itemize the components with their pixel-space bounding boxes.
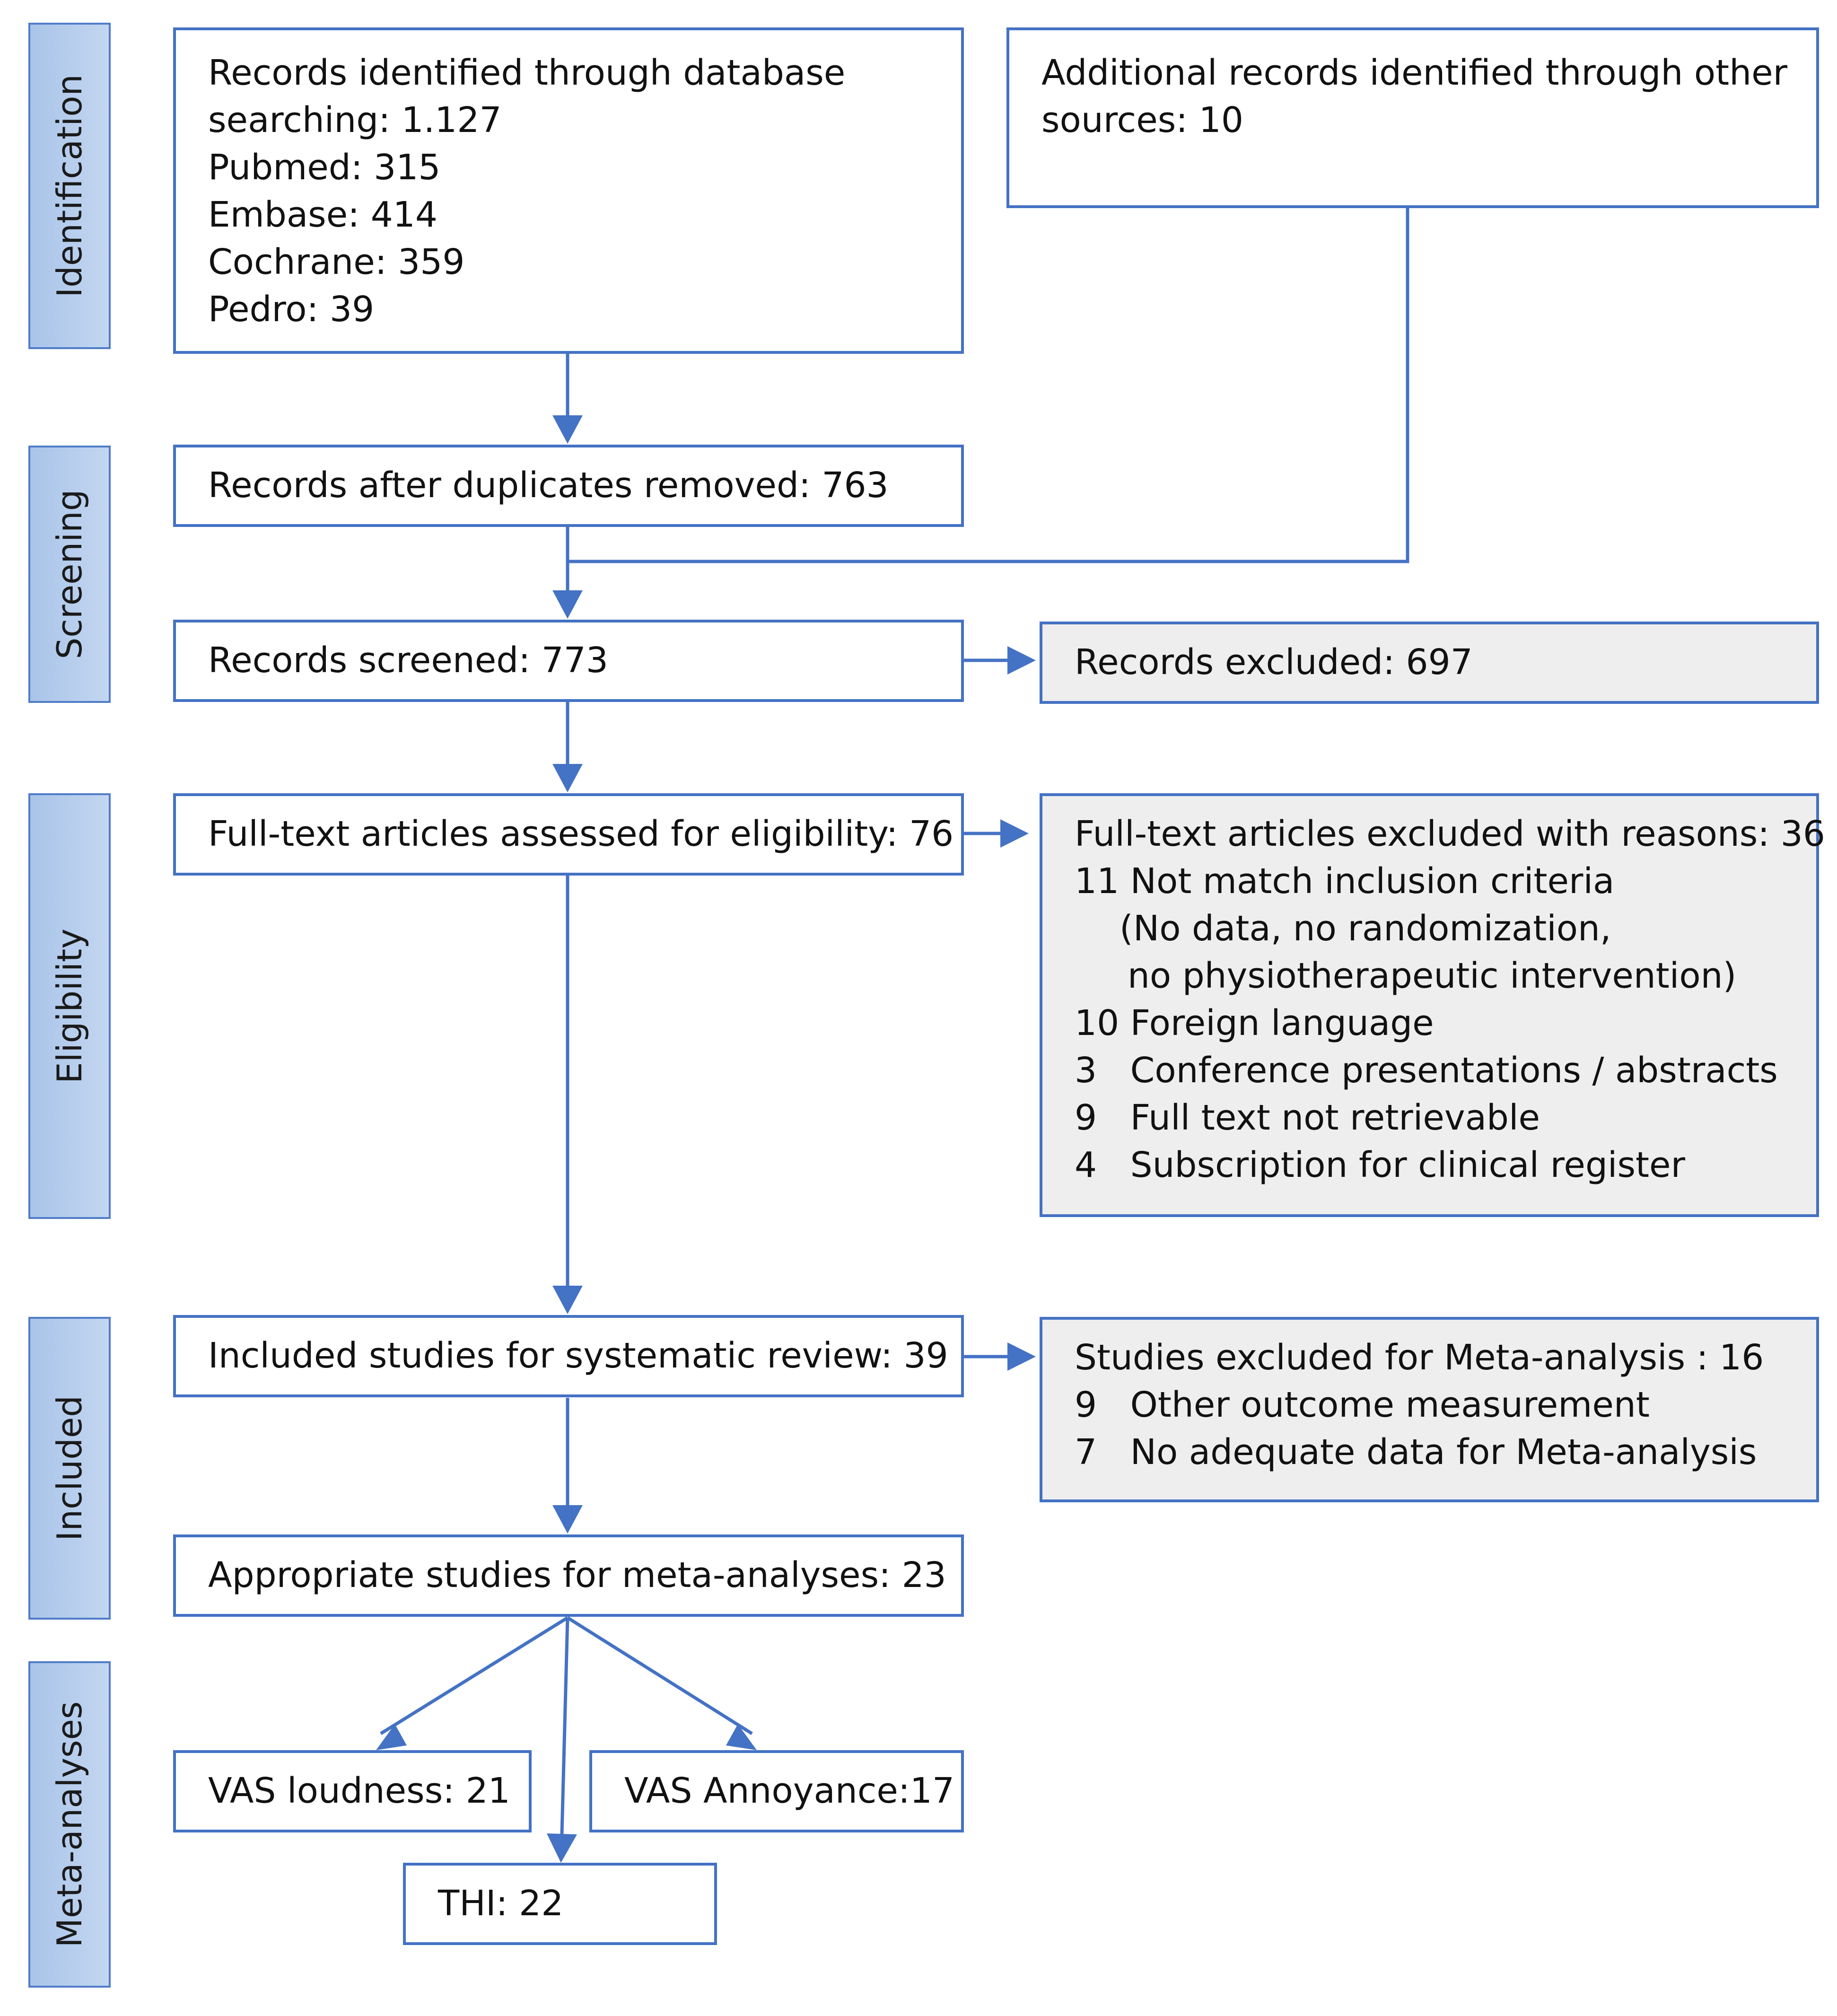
box-thi: THI: 22 <box>403 1863 717 1945</box>
stage-included: Included <box>28 1317 111 1620</box>
vas-annoyance-text: VAS Annoyance:17 <box>624 1771 955 1811</box>
box-vas-annoyance: VAS Annoyance:17 <box>589 1750 964 1832</box>
full-text-assessed-text: Full-text articles assessed for eligibil… <box>208 814 954 854</box>
arrowhead-vas-annoyance <box>726 1724 757 1750</box>
arrowhead-fulltext-excluded <box>1000 819 1029 848</box>
stage-screening-label: Screening <box>50 489 89 659</box>
meta-appropriate-text: Appropriate studies for meta-analyses: 2… <box>208 1555 946 1595</box>
box-after-duplicates: Records after duplicates removed: 763 <box>173 445 964 527</box>
arrowhead-excluded <box>1007 646 1036 675</box>
full-text-excluded-title: Full-text articles excluded with reasons… <box>1075 814 1825 854</box>
systematic-review-text: Included studies for systematic review: … <box>208 1335 948 1376</box>
meta-excluded-reason-2: 7 No adequate data for Meta-analysis <box>1075 1432 1757 1473</box>
arrowhead-fulltext <box>552 764 583 792</box>
box-systematic-review: Included studies for systematic review: … <box>173 1315 964 1397</box>
stage-identification: Identification <box>28 23 111 349</box>
arrowhead-review <box>552 1286 583 1314</box>
meta-excluded-reason-1: 9 Other outcome measurement <box>1075 1385 1650 1425</box>
arrow-to-thi <box>560 1617 569 1835</box>
arrow-to-vas-annoyance <box>567 1616 753 1735</box>
vas-loudness-text: VAS loudness: 21 <box>208 1771 510 1811</box>
records-excluded-text: Records excluded: 697 <box>1075 642 1473 683</box>
arrow-to-vas-loudness <box>380 1616 569 1735</box>
box-records-screened: Records screened: 773 <box>173 620 964 702</box>
box-database-records: Records identified through database sear… <box>173 27 964 354</box>
arrowhead-thi <box>547 1833 577 1863</box>
stage-included-label: Included <box>50 1395 89 1541</box>
arrowhead-vas-loudness <box>376 1724 407 1750</box>
full-text-excluded-reason-1-detail-a: (No data, no randomization, <box>1120 908 1611 949</box>
box-full-text-excluded: Full-text articles excluded with reasons… <box>1040 793 1825 1217</box>
stage-meta-analyses: Meta-analyses <box>28 1661 111 1988</box>
stage-eligibility-label: Eligibility <box>50 929 89 1084</box>
after-duplicates-text: Records after duplicates removed: 763 <box>208 465 889 506</box>
arrowhead-appropriate <box>552 1505 583 1534</box>
records-screened-text: Records screened: 773 <box>208 640 608 681</box>
arrowhead-duplicates <box>552 415 583 444</box>
meta-excluded-title: Studies excluded for Meta-analysis : 16 <box>1075 1337 1764 1378</box>
thi-text: THI: 22 <box>438 1883 564 1924</box>
database-records-pedro: Pedro: 39 <box>208 289 375 330</box>
database-records-line-2: searching: 1.127 <box>208 100 502 140</box>
database-records-line-1: Records identified through database <box>208 53 846 93</box>
box-other-sources: Additional records identified through ot… <box>1006 27 1819 208</box>
stage-identification-label: Identification <box>50 74 89 298</box>
other-sources-line-2: sources: 10 <box>1041 100 1243 140</box>
box-vas-loudness: VAS loudness: 21 <box>173 1750 532 1832</box>
arrowhead-screened <box>552 590 583 619</box>
connector-other-sources <box>568 206 1409 563</box>
full-text-excluded-reason-5: 4 Subscription for clinical register <box>1075 1145 1685 1185</box>
database-records-cochrane: Cochrane: 359 <box>208 242 465 282</box>
box-full-text-assessed: Full-text articles assessed for eligibil… <box>173 793 964 876</box>
stage-eligibility: Eligibility <box>28 793 111 1219</box>
stage-screening: Screening <box>28 446 111 703</box>
database-records-embase: Embase: 414 <box>208 194 437 235</box>
full-text-excluded-reason-1-detail-b: no physiotherapeutic intervention) <box>1128 955 1737 996</box>
arrowhead-meta-excluded <box>1007 1342 1036 1371</box>
full-text-excluded-reason-4: 9 Full text not retrievable <box>1075 1097 1540 1138</box>
full-text-excluded-reason-3: 3 Conference presentations / abstracts <box>1075 1050 1778 1091</box>
box-meta-excluded: Studies excluded for Meta-analysis : 16 … <box>1040 1317 1819 1502</box>
full-text-excluded-reason-1: 11 Not match inclusion criteria <box>1075 861 1615 902</box>
other-sources-line-1: Additional records identified through ot… <box>1041 53 1788 93</box>
full-text-excluded-reason-2: 10 Foreign language <box>1075 1003 1434 1043</box>
box-meta-appropriate: Appropriate studies for meta-analyses: 2… <box>173 1534 964 1617</box>
database-records-pubmed: Pubmed: 315 <box>208 147 441 188</box>
box-records-excluded: Records excluded: 697 <box>1040 622 1819 704</box>
stage-meta-analyses-label: Meta-analyses <box>50 1701 89 1948</box>
